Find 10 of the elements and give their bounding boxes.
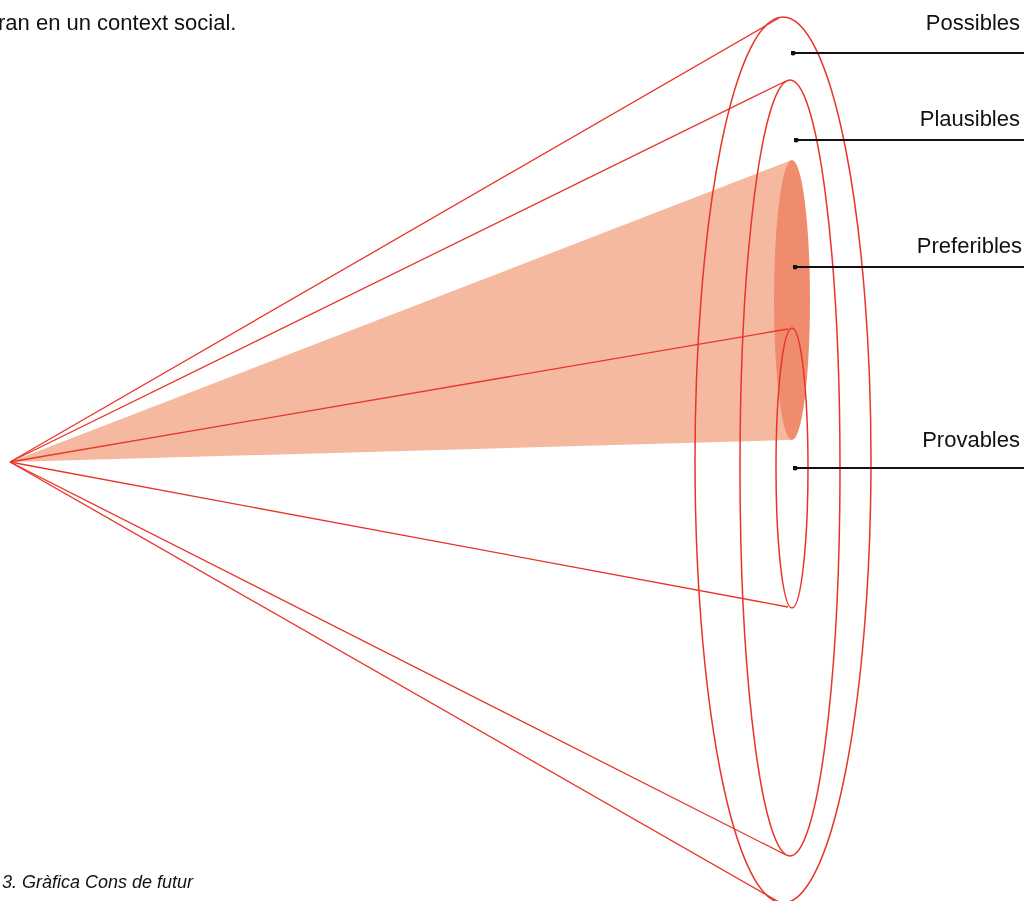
leader-line	[792, 264, 1024, 270]
leader-line	[793, 137, 1024, 143]
part-label: Possibles	[925, 10, 1020, 36]
leader-line	[792, 465, 1024, 471]
part-label: Provables	[922, 427, 1020, 453]
part-label: Preferibles	[916, 233, 1022, 259]
part-label: Plausibles	[919, 106, 1020, 132]
leader-line	[790, 50, 1024, 56]
text-line: ran en un context social.	[0, 10, 237, 36]
caption: 3. Gràfica Cons de futur	[2, 872, 194, 893]
